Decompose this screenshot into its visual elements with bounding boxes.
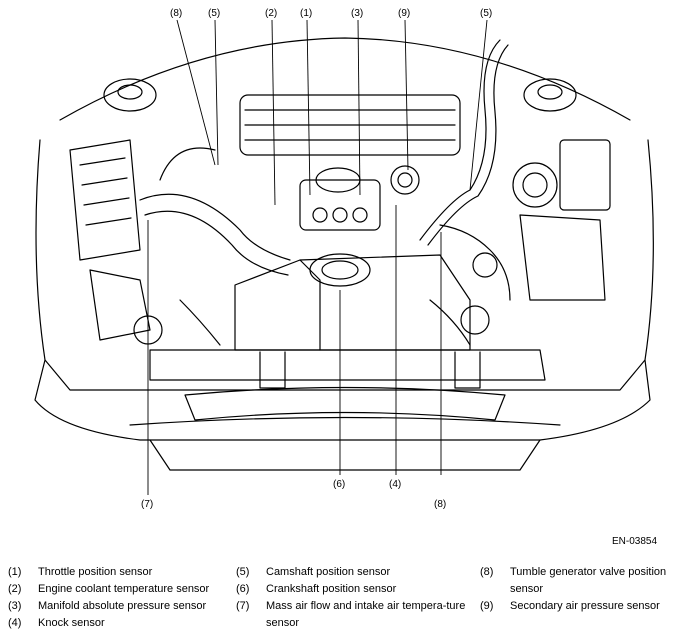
legend-text: Secondary air pressure sensor: [510, 600, 660, 612]
legend-number: (7): [236, 600, 250, 612]
callout-5-top-left: (5): [208, 8, 220, 19]
engine-bay-drawing: [34, 37, 654, 471]
legend-text: Mass air flow and intake air tempera-tur…: [266, 600, 466, 629]
legend-text: Crankshaft position sensor: [266, 583, 397, 595]
legend-item: (7) Mass air flow and intake air tempera-…: [236, 598, 476, 632]
legend-column-3: (8) Tumble generator valve position senso…: [480, 564, 680, 615]
legend-number: (4): [8, 617, 22, 629]
callout-3: (3): [351, 8, 363, 19]
legend-column-1: (1) Throttle position sensor (2) Engine co…: [8, 564, 230, 632]
callout-4: (4): [389, 479, 401, 490]
legend-text: Knock sensor: [38, 617, 105, 629]
legend-item: (4) Knock sensor: [8, 615, 230, 632]
legend-number: (8): [480, 566, 494, 578]
legend-number: (1): [8, 566, 22, 578]
legend-number: (5): [236, 566, 250, 578]
legend-item: (2) Engine coolant temperature sensor: [8, 581, 230, 598]
engine-bay-diagram: (8) (5) (2) (1) (3) (9) (5) (7) (6) (4) …: [34, 8, 654, 510]
figure-code: EN-03854: [612, 536, 658, 547]
legend-number: (9): [480, 600, 494, 612]
legend-item: (3) Manifold absolute pressure sensor: [8, 598, 230, 615]
legend-text: Throttle position sensor: [38, 566, 153, 578]
legend-number: (3): [8, 600, 22, 612]
legend-text: Engine coolant temperature sensor: [38, 583, 210, 595]
legend-text: Camshaft position sensor: [266, 566, 391, 578]
callout-6: (6): [333, 479, 345, 490]
callout-7: (7): [141, 499, 153, 510]
callout-8-bottom: (8): [434, 499, 446, 510]
legend-item: (8) Tumble generator valve position senso…: [480, 564, 680, 598]
legend-item: (5) Camshaft position sensor: [236, 564, 476, 581]
legend-text: Manifold absolute pressure sensor: [38, 600, 207, 612]
callout-8-top: (8): [170, 8, 182, 19]
callout-5-top-right: (5): [480, 8, 492, 19]
legend-number: (2): [8, 583, 22, 595]
legend-text: Tumble generator valve position sensor: [510, 566, 667, 595]
legend-column-2: (5) Camshaft position sensor (6) Crankshaf…: [236, 564, 476, 632]
callout-9: (9): [398, 8, 410, 19]
legend-item: (1) Throttle position sensor: [8, 564, 230, 581]
legend-item: (6) Crankshaft position sensor: [236, 581, 476, 598]
callout-2: (2): [265, 8, 277, 19]
leader-lines: [147, 19, 488, 495]
legend-number: (6): [236, 583, 250, 595]
callout-1: (1): [300, 8, 312, 19]
legend-item: (9) Secondary air pressure sensor: [480, 598, 680, 615]
